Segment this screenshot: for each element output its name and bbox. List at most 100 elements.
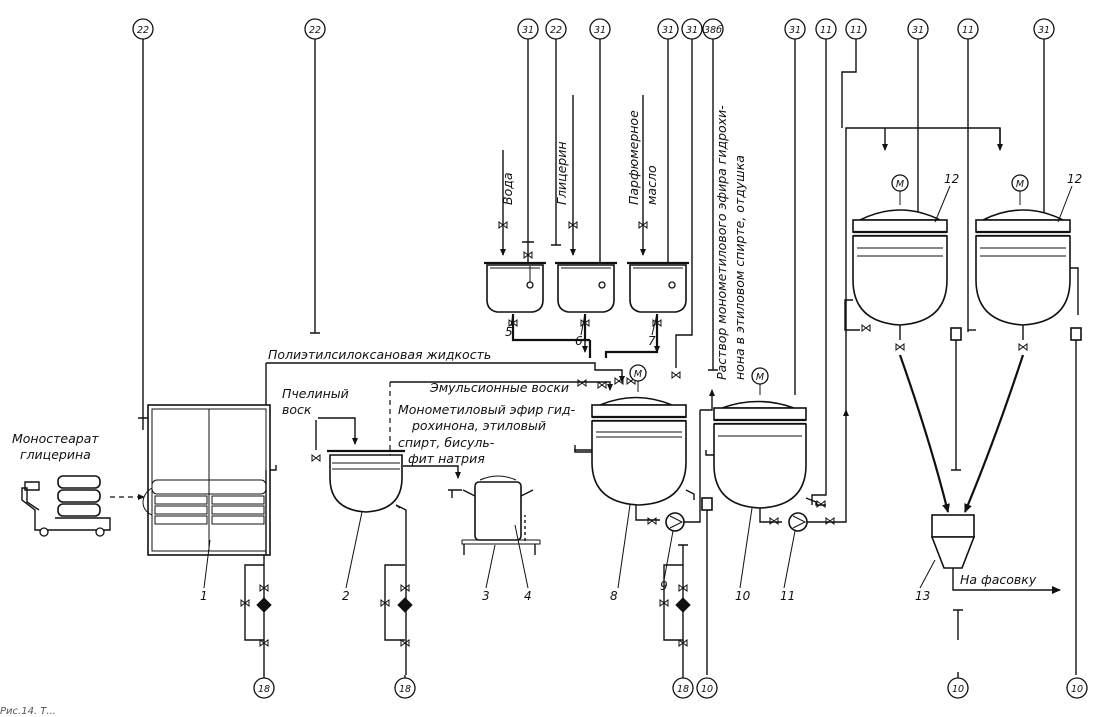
equip-11: 11 [780, 589, 795, 603]
line-code-31-f: 31 [907, 18, 929, 40]
svg-text:11: 11 [962, 25, 974, 36]
label-to-packaging: На фасовку [960, 572, 1037, 587]
svg-text:18: 18 [677, 684, 689, 695]
figure-caption: Рис.14. Т... [0, 706, 56, 717]
label-monomethyl-4: фит натрия [408, 451, 485, 466]
svg-text:22: 22 [137, 25, 149, 36]
svg-text:M: M [756, 372, 764, 383]
line-code-10-a: 10 [696, 677, 718, 699]
svg-text:M: M [634, 369, 642, 380]
label-solution-2: нона в этиловом спирте, отдушка [732, 155, 747, 380]
line-code-18-c: 18 [672, 677, 694, 699]
pipe-38b [708, 39, 718, 371]
label-emulsion-waxes: Эмульсионные воски [429, 380, 569, 395]
svg-text:31: 31 [686, 25, 698, 36]
svg-text:10: 10 [1071, 684, 1083, 695]
unit-12-reactor-a [844, 209, 948, 340]
valves-pumps [647, 500, 835, 525]
equip-1: 1 [200, 589, 208, 603]
label-polyethylsiloxane: Полиэтилсилоксановая жидкость [268, 347, 491, 362]
pipe-12a-to-hopper [898, 354, 950, 513]
vessel-5 [484, 261, 546, 313]
line-code-18-a: 18 [253, 677, 275, 699]
label-monomethyl-1: Монометиловый эфир гид- [398, 402, 576, 417]
unit-1-melting-cabinet [142, 404, 277, 556]
small-vessels-outlet-header [511, 314, 659, 358]
pipe-12b-to-hopper [963, 354, 1025, 513]
pipe-emulsion-waxes [390, 381, 613, 391]
unit-2-beeswax-melter [327, 449, 407, 675]
pipe-11-a [811, 39, 827, 505]
equip-10: 10 [735, 589, 751, 603]
unit-12-motor-a: M [891, 174, 909, 205]
line-code-22-b: 22 [545, 18, 567, 40]
equip-8: 8 [610, 589, 618, 603]
svg-text:31: 31 [789, 25, 801, 36]
svg-text:31: 31 [912, 25, 924, 36]
line-code-31-e: 31 [784, 18, 806, 40]
leader-lines [203, 185, 1073, 589]
svg-text:11: 11 [820, 25, 832, 36]
svg-text:M: M [896, 179, 904, 190]
svg-text:10: 10 [952, 684, 964, 695]
pipe-22-mid [310, 39, 320, 334]
line-code-22-left: 22 [132, 18, 154, 40]
svg-text:M: M [1016, 179, 1024, 190]
pump-9 [665, 389, 715, 532]
line-code-10-b: 10 [947, 677, 969, 699]
equipment-labels: 1 2 3 4 5 6 7 8 9 10 11 12 12 13 [200, 172, 1082, 603]
label-glycerin: Глицерин [554, 141, 569, 205]
line-code-11-a: 11 [815, 18, 837, 40]
sight-glass-8-10 [701, 497, 713, 675]
label-solution-1: Раствор монометилового эфира гидрохи- [714, 105, 729, 380]
unit-3-4-scale-tank [448, 475, 541, 555]
sight-glasses-12 [861, 324, 1082, 675]
line-code-31-a: 31 [517, 18, 539, 40]
unit-10-motor: M [751, 367, 769, 395]
label-perfume-oil-2: масло [644, 165, 659, 205]
equip-6: 6 [575, 334, 583, 348]
line-code-10-c: 10 [1066, 677, 1088, 699]
svg-text:11: 11 [850, 25, 862, 36]
line-code-11-b: 11 [845, 18, 867, 40]
pipe-beeswax [315, 417, 355, 450]
equip-4: 4 [524, 589, 532, 603]
label-beeswax-2: воск [282, 402, 312, 417]
valves-small-vessels [498, 221, 648, 259]
equip-13: 13 [915, 589, 930, 603]
equip-9: 9 [660, 579, 668, 593]
unit-10-reactor [705, 400, 826, 523]
pipe-polyethylsiloxane [266, 362, 625, 383]
label-monostearate-2: глицерина [20, 447, 91, 462]
vessel-7 [627, 261, 689, 313]
unit-12-reactor-b [968, 209, 1079, 340]
svg-text:31: 31 [594, 25, 606, 36]
bottom-line-18-c [659, 544, 691, 678]
pipe-11-b [841, 39, 857, 128]
pump-11 [788, 409, 849, 532]
svg-text:31: 31 [1038, 25, 1050, 36]
equip-7: 7 [648, 334, 656, 348]
label-monostearate-1: Моностеарат [12, 431, 99, 446]
equip-12b: 12 [1067, 172, 1082, 186]
unit-8-reactor [574, 396, 695, 521]
line-code-22-mid: 22 [304, 18, 326, 40]
label-monomethyl-2: рохинона, этиловый [411, 418, 546, 433]
label-perfume-oil-1: Парфюмерное [626, 110, 641, 205]
line-code-31-d: 31 [681, 18, 703, 40]
label-beeswax-1: Пчелиный [282, 386, 349, 401]
label-water: Вода [500, 172, 515, 205]
pipe-22-b [551, 39, 561, 246]
pipe-31-to-vessel-5 [522, 39, 534, 262]
svg-text:22: 22 [550, 25, 562, 36]
vessel-6 [555, 261, 617, 313]
pipe-31-to-vessel-8 [675, 39, 693, 368]
label-monomethyl-3: спирт, бисуль- [398, 435, 495, 450]
svg-text:31: 31 [522, 25, 534, 36]
equip-3: 3 [482, 589, 490, 603]
outlet-valves-small [508, 319, 662, 327]
svg-text:31: 31 [662, 25, 674, 36]
equip-2: 2 [342, 589, 350, 603]
svg-text:18: 18 [258, 684, 270, 695]
